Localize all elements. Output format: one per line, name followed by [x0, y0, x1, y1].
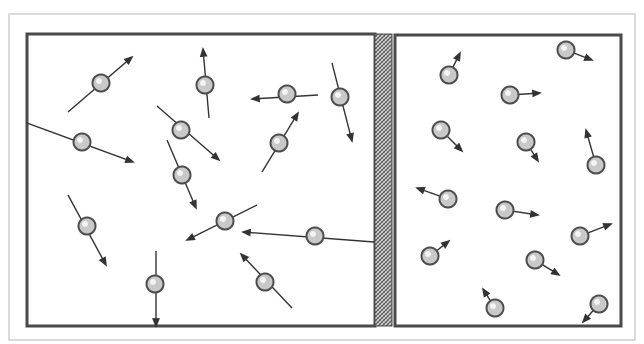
molecule-highlight	[594, 299, 600, 305]
molecule-highlight	[505, 90, 511, 96]
porous-partition	[374, 33, 393, 327]
left-particle-6	[261, 111, 300, 173]
right-particle-11	[481, 287, 505, 318]
molecule-highlight	[96, 78, 102, 84]
right-chamber	[393, 33, 623, 328]
left-particle-2	[250, 84, 319, 104]
right-particle-5	[584, 128, 606, 175]
molecule-highlight	[150, 279, 156, 285]
left-particle-5	[26, 122, 135, 163]
molecule-highlight	[591, 160, 597, 166]
left-particle-10	[241, 226, 375, 246]
right-particle-3	[431, 120, 464, 153]
molecule-highlight	[444, 70, 450, 76]
molecule-highlight	[521, 137, 527, 143]
left-particle-9	[185, 204, 258, 241]
molecule-highlight	[82, 221, 88, 227]
right-particle-0	[439, 51, 461, 85]
right-particle-8	[570, 223, 613, 246]
molecule-highlight	[425, 251, 431, 257]
right-particle-2	[500, 85, 542, 105]
molecule-highlight	[282, 89, 288, 95]
left-particle-3	[330, 62, 354, 143]
right-particle-9	[420, 239, 451, 266]
molecule-highlight	[530, 255, 536, 261]
right-particle-4	[516, 132, 540, 163]
molecule-highlight	[490, 303, 496, 309]
left-particle-7	[166, 139, 197, 210]
right-particle-6	[415, 186, 458, 209]
left-particle-8	[67, 194, 107, 267]
right-particle-10	[525, 250, 561, 277]
outer-frame	[8, 13, 636, 341]
left-particle-11	[145, 251, 165, 328]
molecule-highlight	[575, 231, 581, 237]
left-particle-1	[195, 47, 215, 119]
molecule-highlight	[274, 138, 280, 144]
molecule-highlight	[310, 231, 316, 237]
molecule-highlight	[177, 170, 183, 176]
molecule-highlight	[335, 92, 341, 98]
molecule-highlight	[500, 205, 506, 211]
molecule-highlight	[260, 277, 266, 283]
molecule-highlight	[77, 137, 83, 143]
molecule-highlight	[176, 125, 182, 131]
molecule-highlight	[436, 125, 442, 131]
right-particle-12	[581, 294, 609, 324]
left-particle-12	[239, 252, 293, 309]
molecule-highlight	[220, 216, 226, 222]
molecule-highlight	[200, 80, 206, 86]
molecule-highlight	[561, 45, 567, 51]
right-particle-7	[495, 200, 540, 220]
left-particle-4	[156, 105, 221, 162]
right-particle-1	[556, 40, 594, 61]
particle-layer	[26, 40, 613, 328]
molecule-highlight	[443, 194, 449, 200]
left-particle-0	[67, 55, 134, 113]
